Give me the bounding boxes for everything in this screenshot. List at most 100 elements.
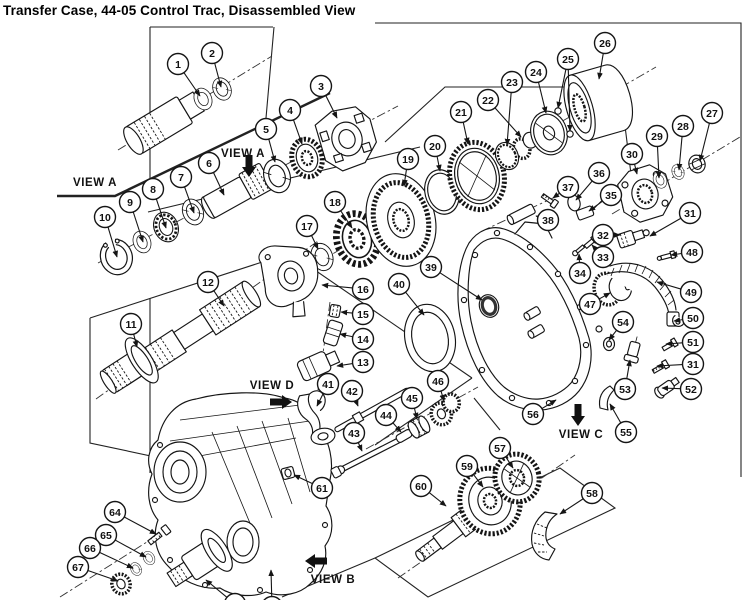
callout-27: 27 [698, 101, 724, 162]
callout-circle [200, 41, 224, 65]
callout-35: 35 [588, 183, 623, 212]
callout-number: 24 [530, 67, 542, 79]
callout-number: 67 [72, 562, 84, 574]
callout-circle [449, 100, 473, 124]
callout-number: 27 [706, 108, 718, 120]
callout-25: 25 [556, 47, 580, 132]
callout-circle [323, 190, 347, 214]
input-shaft-assembly [123, 74, 236, 155]
leader-line [205, 579, 228, 598]
leader-line [336, 362, 353, 368]
leader-line [405, 291, 425, 316]
callout-circle [169, 165, 193, 189]
callout-circle [166, 52, 190, 76]
callout-number: 54 [617, 317, 629, 329]
callout-48: 48 [670, 240, 704, 264]
callout-32: 32 [591, 223, 621, 247]
view-label-text: VIEW A [73, 177, 117, 189]
callout-3: 3 [309, 74, 338, 119]
leader-line [439, 272, 483, 301]
callout-circle [568, 261, 592, 285]
callout-circle [400, 386, 424, 410]
callout-circle [119, 312, 143, 336]
view-label-text: VIEW A [221, 148, 265, 160]
callout-36: 36 [575, 161, 611, 201]
leader-line [132, 334, 139, 348]
leader-line [293, 474, 313, 485]
callout-circle [224, 592, 246, 600]
view-label-text: VIEW C [559, 429, 604, 441]
output-shaft-assembly [99, 280, 262, 394]
view-label-view-d: VIEW D [250, 380, 294, 409]
callout-39: 39 [419, 255, 483, 301]
callout-circle [263, 595, 281, 600]
callout-5: 5 [254, 117, 278, 163]
leader-line [656, 280, 682, 290]
page-title: Transfer Case, 44-05 Control Trac, Disas… [3, 3, 356, 18]
callout-26: 26 [593, 31, 617, 80]
callout-67: 67 [66, 555, 119, 582]
callout-28: 28 [671, 114, 695, 171]
leader-line [626, 359, 632, 379]
callout-number: 4 [287, 105, 293, 117]
callout-41: 41 [316, 372, 340, 407]
callout-31: 31 [649, 201, 702, 237]
callout-number: 45 [406, 393, 418, 405]
callout-43: 43 [342, 421, 366, 452]
callouts-layer: 1234567891011121314151617181920212223242… [66, 31, 724, 600]
callout-number: 1 [175, 59, 181, 71]
callout-circle [681, 330, 705, 354]
callout-13: 13 [336, 350, 375, 374]
callout-31: 31 [656, 352, 705, 376]
callout-number: 18 [329, 197, 341, 209]
leader-line [566, 69, 573, 132]
view-label-view-c: VIEW C [559, 404, 604, 441]
callout-14: 14 [339, 327, 375, 351]
callout-circle [476, 88, 500, 112]
callout-number: 30 [626, 149, 638, 161]
callout-number: 34 [574, 268, 586, 280]
leader-line [155, 198, 167, 229]
rear-case-part [457, 221, 592, 411]
oil-pump-assembly [258, 245, 344, 382]
callout-17: 17 [295, 214, 319, 250]
callout-circle [396, 147, 420, 171]
callout-number: 59 [461, 461, 473, 473]
leader-line [608, 329, 617, 341]
callout-circle [93, 205, 117, 229]
callout-number: 29 [651, 131, 663, 143]
leader-line [325, 95, 338, 119]
callout-10: 10 [93, 205, 118, 258]
callout-number: 5 [263, 124, 269, 136]
callout-number: 56 [527, 409, 539, 421]
callout-58: 58 [559, 481, 604, 515]
callout-number: 61 [316, 483, 328, 495]
callout-circle [645, 124, 669, 148]
leader-line [99, 551, 134, 569]
callout-38: 38 [535, 208, 560, 232]
callout-circle [678, 201, 702, 225]
callout-circle [295, 214, 319, 238]
seal-rings [403, 294, 500, 373]
callout-number: 66 [84, 543, 96, 555]
callout-number: 16 [357, 284, 369, 296]
callout-20: 20 [423, 134, 447, 172]
callout-circle [141, 177, 165, 201]
callout-circle [316, 372, 340, 396]
callout-number: 21 [455, 107, 467, 119]
callout-9: 9 [118, 190, 144, 243]
callout-number: 13 [357, 357, 369, 369]
leader-line [472, 474, 484, 488]
leader-line [107, 226, 118, 258]
leader-line [649, 217, 682, 237]
callout-circle [455, 454, 479, 478]
leader-line [132, 211, 144, 243]
callout-circle [591, 245, 615, 269]
callout-8: 8 [141, 177, 167, 229]
callout-52: 52 [661, 377, 703, 401]
leader-line [87, 569, 119, 582]
callout-circle [278, 98, 302, 122]
callout-2: 2 [200, 41, 224, 88]
callout-circle [419, 255, 443, 279]
leader-line [591, 244, 599, 252]
